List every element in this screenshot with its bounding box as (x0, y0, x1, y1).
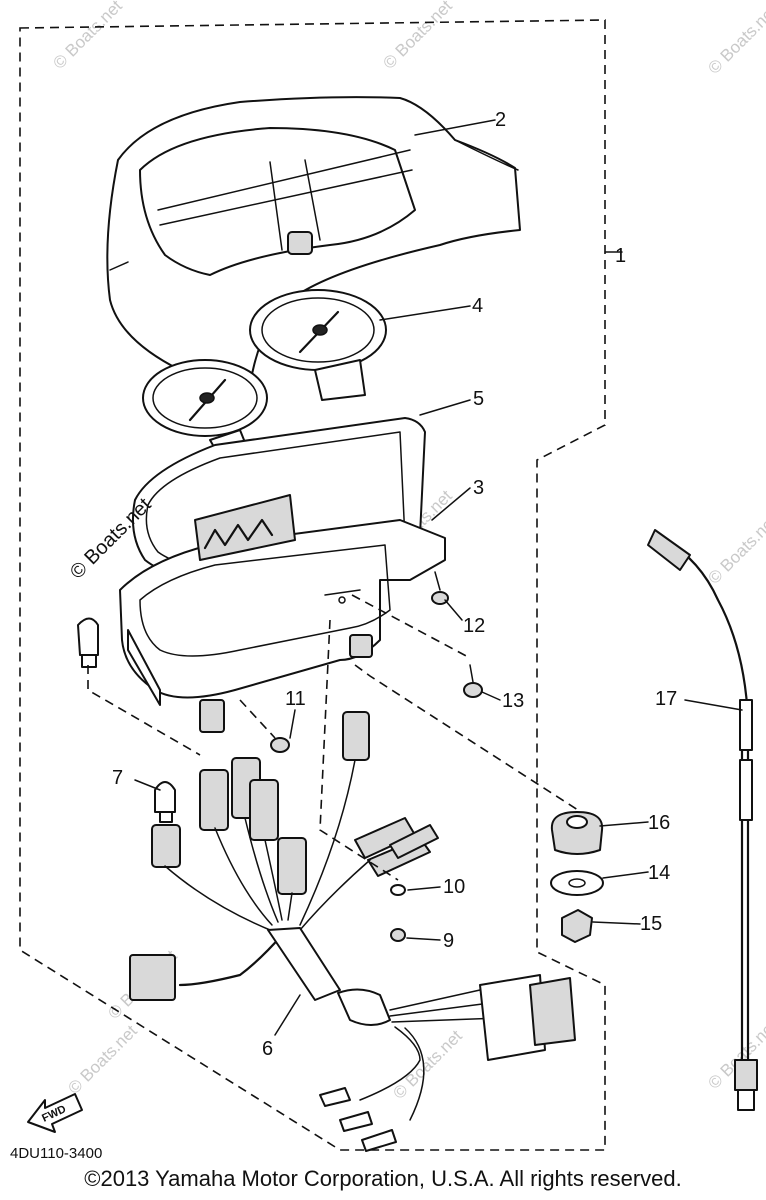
diagram-code: 4DU110-3400 (10, 1145, 102, 1162)
part-number-13: 13 (502, 690, 524, 712)
part-number-5: 5 (473, 388, 484, 410)
part-number-17: 17 (655, 688, 677, 710)
bulbs (77, 617, 176, 823)
part-number-11: 11 (285, 688, 306, 710)
fwd-arrow: FWD (27, 1093, 83, 1133)
part-number-10: 10 (443, 876, 465, 898)
part-number-2: 2 (495, 109, 506, 131)
meter-cover (106, 96, 521, 387)
speedometer-cable (647, 529, 758, 1111)
part-number-3: 3 (473, 477, 484, 499)
part-number-6: 6 (262, 1038, 273, 1060)
meter-case (119, 494, 446, 733)
hardware (270, 571, 604, 943)
gauges (142, 289, 387, 490)
watermark: © Boats.net (49, 0, 126, 73)
part-number-16: 16 (648, 812, 670, 834)
wire-harness (129, 759, 576, 1152)
assembly-boundary (19, 19, 606, 1151)
part-number-12: 12 (463, 615, 485, 637)
part-number-9: 9 (443, 930, 454, 952)
part-number-15: 15 (640, 913, 662, 935)
part-number-4: 4 (472, 295, 483, 317)
watermark: © Boats.net (64, 1021, 141, 1098)
part-number-1: 1 (615, 245, 626, 267)
part-number-7: 7 (112, 767, 123, 789)
part-number-14: 14 (648, 862, 670, 884)
watermark: © Boats.net (704, 511, 766, 588)
sockets (151, 711, 439, 895)
copyright-notice: ©2013 Yamaha Motor Corporation, U.S.A. A… (84, 1166, 682, 1191)
watermark: © Boats.net (389, 1026, 466, 1103)
watermark: © Boats.net (704, 1, 766, 78)
callouts: 2 1 4 5 3 12 13 11 7 10 9 16 14 15 17 6 (112, 109, 743, 1060)
watermark: © Boats.net (379, 0, 456, 73)
reference-lines (87, 594, 579, 881)
